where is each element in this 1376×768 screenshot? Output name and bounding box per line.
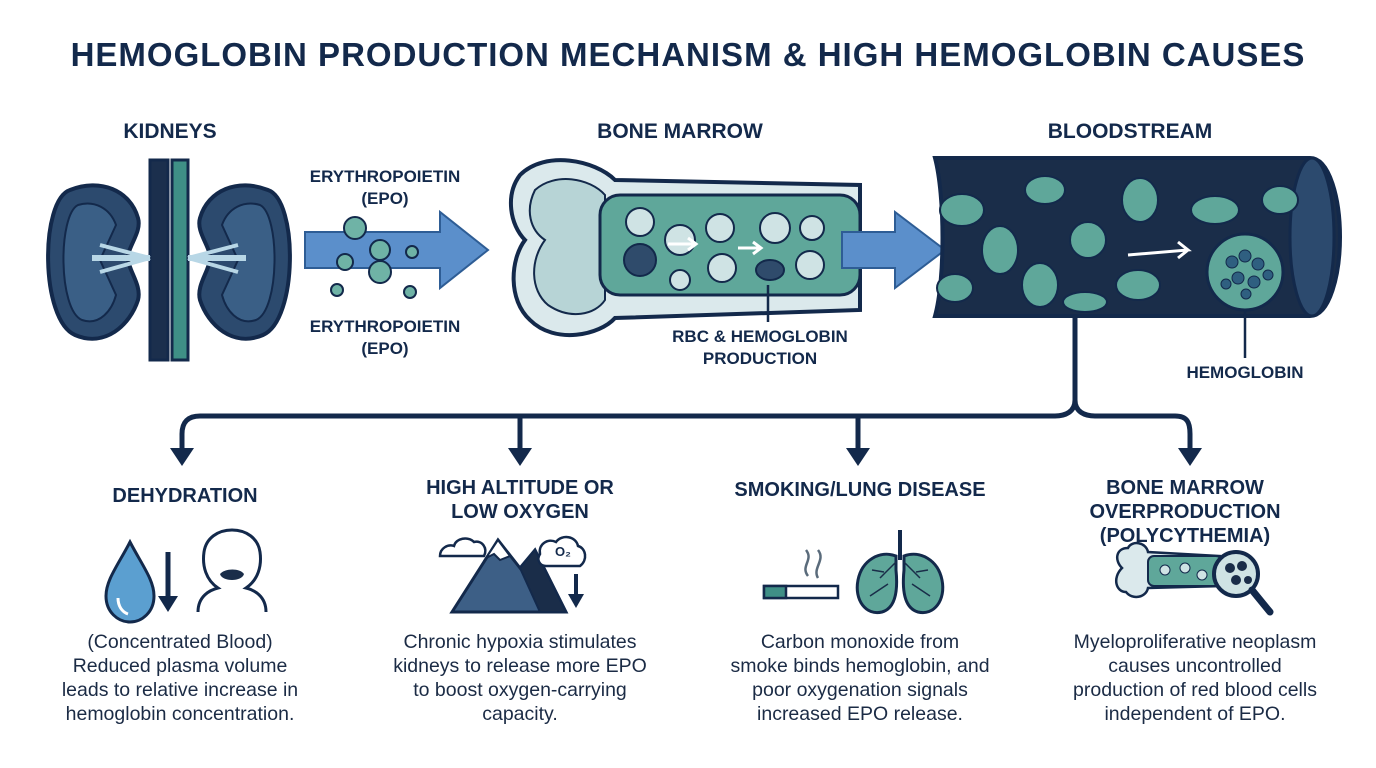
oxygen-label: O₂ xyxy=(555,544,571,559)
bloodstream-vessel-icon xyxy=(932,156,1343,358)
page-title: HEMOGLOBIN PRODUCTION MECHANISM & HIGH H… xyxy=(70,36,1306,73)
cause-desc-high-altitude: Chronic hypoxia stimulates kidneys to re… xyxy=(393,631,647,725)
branch-arrowheads xyxy=(170,448,1202,466)
cause-desc-smoking: Carbon monoxide from smoke binds hemoglo… xyxy=(730,631,990,725)
mountain-icon xyxy=(438,535,587,614)
cause-title-polycythemia: BONE MARROW OVERPRODUCTION (POLYCYTHEMIA… xyxy=(1089,477,1281,547)
epo-label-bottom: ERYTHROPOIETIN (EPO) xyxy=(309,317,461,358)
cause-desc-dehydration: (Concentrated Blood) Reduced plasma volu… xyxy=(61,631,299,725)
dehydration-icon xyxy=(104,528,268,624)
cause-title-smoking: SMOKING/LUNG DISEASE xyxy=(734,479,986,501)
kidneys-heading: KIDNEYS xyxy=(123,120,217,143)
kidneys-icon xyxy=(46,158,292,362)
hemoglobin-label: HEMOGLOBIN xyxy=(1186,363,1304,382)
rbc-production-label: RBC & HEMOGLOBIN PRODUCTION xyxy=(672,327,848,368)
bloodstream-heading: BLOODSTREAM xyxy=(1047,120,1213,143)
bone-magnifier-icon xyxy=(1114,541,1274,616)
bone-marrow-icon xyxy=(508,158,862,338)
cause-desc-polycythemia: Myeloproliferative neoplasm causes uncon… xyxy=(1073,631,1317,725)
branch-connector xyxy=(179,318,1193,450)
flow-arrow xyxy=(841,209,947,291)
cigarette-lungs-icon xyxy=(762,530,945,615)
epo-arrow xyxy=(304,209,490,299)
epo-label-top: ERYTHROPOIETIN (EPO) xyxy=(309,167,461,208)
bone-marrow-heading: BONE MARROW xyxy=(597,120,763,143)
cause-title-dehydration: DEHYDRATION xyxy=(112,485,258,507)
cause-title-high-altitude: HIGH ALTITUDE OR LOW OXYGEN xyxy=(426,477,614,523)
